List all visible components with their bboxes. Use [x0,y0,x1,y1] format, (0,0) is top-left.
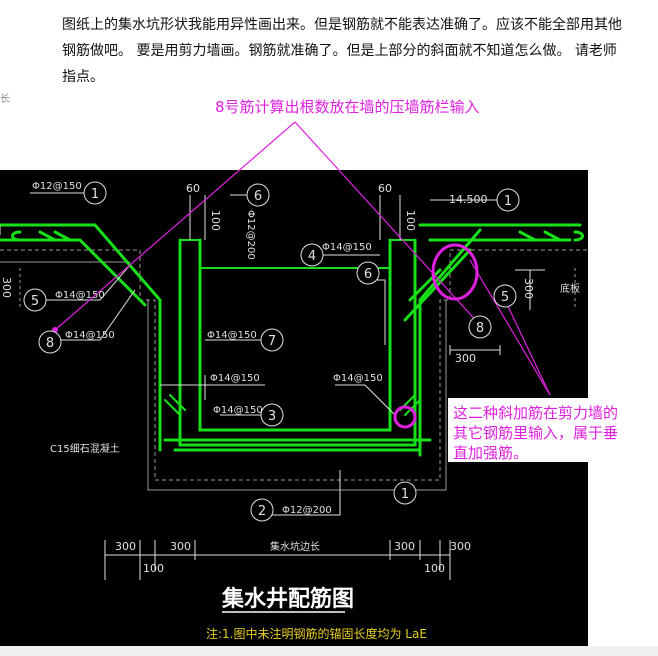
circle-marker-5 [23,288,47,312]
circle-label: 1 [91,187,99,202]
dim-text: 300 [115,540,136,553]
circle-label: 2 [258,504,266,519]
circle-marker-6a [246,183,270,207]
margin-mark: 长 [0,94,10,105]
rebar-spec: Φ14@150 [55,290,105,301]
dim-text: 100 [143,562,164,575]
rebar-spec: Φ14@150 [207,330,257,341]
bottom-scroll-area [0,646,658,656]
annotation-right-line: 这二种斜加筋在剪力墙的 [453,404,618,422]
rebar-spec-vertical: Φ12@200 [245,210,256,260]
circle-marker-1 [83,181,107,205]
concrete-label: C15细石混凝土 [50,442,120,455]
dim-text: 100 [404,210,417,231]
circle-label: 5 [501,290,509,305]
leader-lines [0,192,545,580]
circle-label: 8 [476,321,484,336]
rebar-spec: Φ14@150 [213,405,263,416]
rebar-spec-labels: Φ12@150 Φ14@150 Φ14@150 Φ14@150 Φ14@150 … [32,181,383,516]
circle-marker-3 [260,403,284,427]
circle-label: 4 [308,249,316,264]
annotation-leaders [54,121,551,429]
drawing-note: 注:1.图中未注明钢筋的锚固长度均为 LaE [206,626,427,641]
circle-marker-2 [250,498,274,522]
dim-text: 300 [394,540,415,553]
dim-text: 300 [522,278,535,299]
dim-text: 300 [170,540,191,553]
dim-text: 60 [186,182,200,195]
circle-label: 6 [364,267,372,282]
circle-label: 5 [31,294,39,309]
elevation-text: -14.500 [445,193,487,206]
circle-label: 1 [504,194,512,209]
rebar-spec: Φ14@150 [210,373,260,384]
circle-marker-labels: 1 5 8 6 4 6 7 3 2 1 1 5 8 [31,187,512,519]
dim-text: 60 [378,182,392,195]
floor-label: 底板 [560,282,580,295]
circle-marker-8 [38,330,62,354]
circle-marker-6b [356,261,380,285]
circle-label: 7 [268,334,276,349]
rebar-lines [0,223,584,457]
circle-marker-1c [496,188,520,212]
circle-marker-1b [393,481,417,505]
rebar-spec: Φ14@150 [322,242,372,253]
rebar-spec: Φ14@150 [65,330,115,341]
dim-text: 300 [0,277,13,298]
dim-text: 300 [455,352,476,365]
annotation-top: 8号筋计算出根数放在墙的压墙筋栏输入 [215,98,480,116]
dim-text: 100 [424,562,445,575]
annotation-right-line: 直加强筋。 [453,444,528,462]
circle-label: 8 [46,336,54,351]
dim-text: 100 [209,210,222,231]
annotation-right: 这二种斜加筋在剪力墙的 其它钢筋里输入，属于垂 直加强筋。 [448,398,658,462]
circle-marker-7 [260,328,284,352]
circle-marker-4 [300,243,324,267]
question-text: 图纸上的集水坑形状我能用异性画出来。但是钢筋就不能表达准确了。应该不能全部用其他… [62,17,622,85]
rebar-spec: Φ14@150 [333,373,383,384]
circle-marker-8b [468,315,492,339]
circle-label: 6 [254,189,262,204]
dimension-labels: 60 100 60 100 -14.500 300 300 300 300 30… [0,182,580,575]
drawing-title: 集水井配筋图 [221,586,354,612]
rebar-spec: Φ12@150 [32,181,82,192]
circle-marker-5b [493,284,517,308]
circle-markers [23,181,520,522]
dim-text: 300 [450,540,471,553]
circle-label: 3 [268,409,276,424]
circle-label: 1 [401,487,409,502]
span-label: 集水坑边长 [270,540,320,553]
annotation-right-line: 其它钢筋里输入，属于垂 [453,424,618,442]
rebar-spec: Φ12@200 [282,505,332,516]
